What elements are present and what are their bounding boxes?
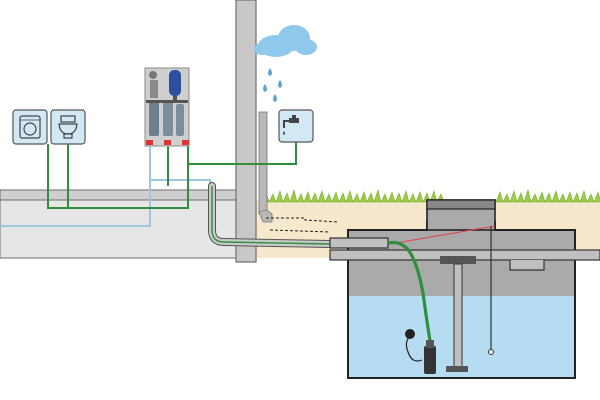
green-distribution-pipes	[47, 142, 297, 209]
blue-supply-pipe-2	[150, 179, 211, 186]
house-wall	[235, 0, 257, 263]
submersible-pump-icon	[424, 340, 436, 374]
calmed-inlet-pipe	[440, 256, 476, 372]
garden-tap-icon	[278, 109, 314, 143]
washing-machine-icon	[12, 109, 48, 145]
house-floor-lower	[0, 199, 241, 259]
house-floor-slab	[0, 189, 241, 201]
level-sensor	[488, 349, 494, 355]
suction-hose	[211, 186, 331, 245]
red-cable	[389, 225, 496, 245]
float-switch	[405, 329, 423, 362]
grass	[261, 188, 600, 203]
overflow-dashed-line	[269, 229, 331, 233]
blue-supply-pipe	[0, 146, 151, 227]
inlet-pipe-stub	[329, 237, 389, 249]
green-suction-hose	[387, 240, 434, 353]
tank-access-shaft	[426, 199, 496, 231]
pump-control-unit-icon	[144, 67, 190, 147]
toilet-icon	[50, 109, 86, 145]
rain-drops	[263, 68, 282, 102]
filter-drain-line	[266, 217, 339, 223]
rain-cloud-icon	[254, 25, 317, 57]
